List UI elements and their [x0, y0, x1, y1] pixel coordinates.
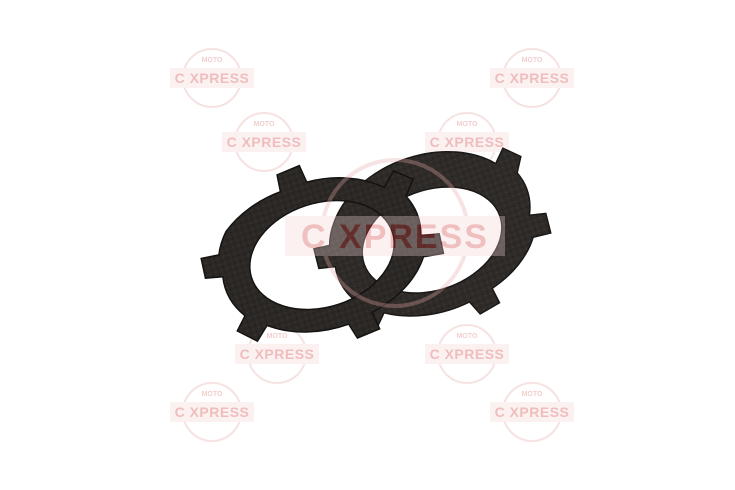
watermark-logo: MOTO C XPRESS [170, 380, 254, 444]
watermark-logo: MOTO C XPRESS [170, 46, 254, 110]
watermark-logo: MOTO C XPRESS [490, 46, 574, 110]
watermark-logo: MOTO C XPRESS [222, 110, 306, 174]
watermark-logo-large: C XPRESS [275, 158, 515, 308]
watermark-logo: MOTO C XPRESS [425, 322, 509, 386]
watermark-logo: MOTO C XPRESS [425, 110, 509, 174]
watermark-logo: MOTO C XPRESS [490, 380, 574, 444]
